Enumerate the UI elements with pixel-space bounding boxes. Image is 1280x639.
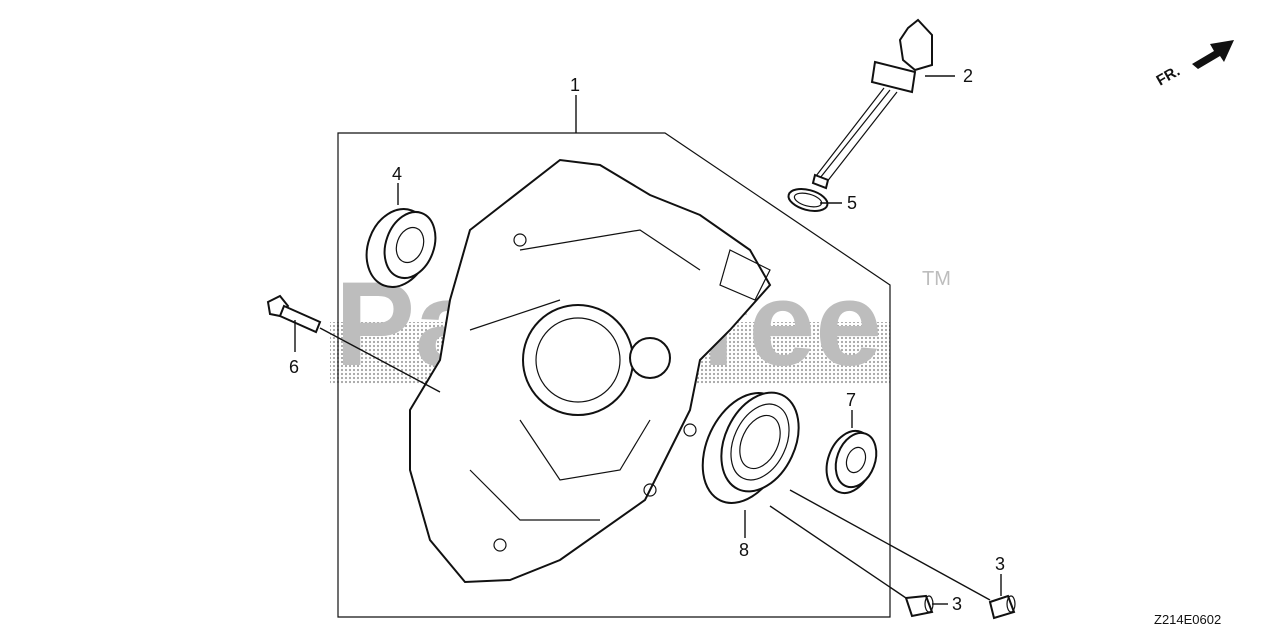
callout-1: 1 [570, 75, 580, 95]
trademark-text: TM [922, 268, 951, 290]
callout-7: 7 [846, 390, 856, 410]
direction-label: FR. [1154, 63, 1183, 90]
crankcase-cover[interactable] [409, 158, 772, 584]
dowel-pin-left[interactable] [904, 594, 934, 618]
radial-ball-bearing[interactable] [686, 379, 814, 516]
front-direction-indicator: FR. [1154, 40, 1234, 90]
flange-bolt[interactable] [266, 294, 322, 334]
callout-3-right: 3 [995, 554, 1005, 574]
leader-lines [294, 75, 1002, 605]
assembly-outline [337, 132, 891, 618]
dowel-pin-right[interactable] [988, 594, 1016, 620]
front-arrow-icon [1192, 40, 1234, 69]
callout-6: 6 [289, 357, 299, 377]
radial-bearing-small[interactable] [818, 424, 883, 499]
callout-4: 4 [392, 164, 402, 184]
callout-8: 8 [739, 540, 749, 560]
oil-seal[interactable] [356, 200, 444, 296]
oil-dipstick[interactable] [811, 18, 933, 190]
callout-3-left: 3 [952, 594, 962, 614]
o-ring[interactable] [786, 185, 830, 215]
callout-2: 2 [963, 66, 973, 86]
callout-5: 5 [847, 193, 857, 213]
figure-code: Z214E0602 [1154, 612, 1221, 627]
